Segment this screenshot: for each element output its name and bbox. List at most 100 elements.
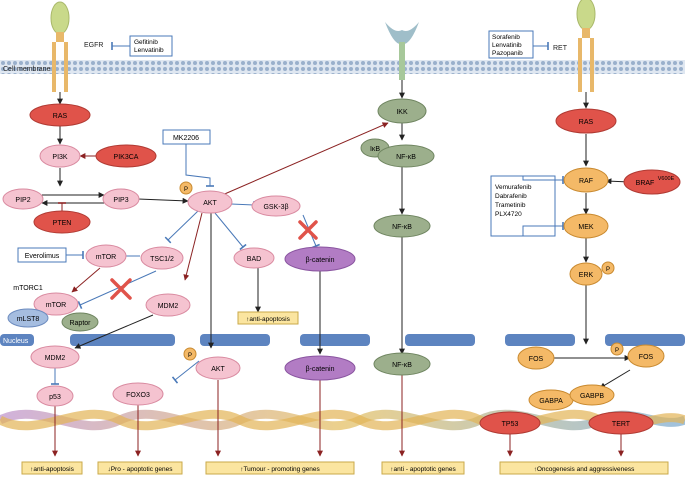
node-fos-1: FOS [517, 346, 555, 370]
node-pip2: PIP2 [2, 188, 44, 210]
outcome-pro-apoptotic: ↓Pro - apoptotic genes [97, 461, 183, 475]
node-mek: MEK [563, 213, 609, 239]
node-raf: RAF [563, 167, 609, 193]
node-tert: TERT [588, 411, 654, 435]
outcome-boxes: ↑anti-apoptosis ↑anti-apoptosis ↓Pro - a… [21, 311, 669, 475]
node-beta-catenin-nucleus: β-catenin [284, 355, 356, 381]
node-mdm2: MDM2 [145, 293, 191, 317]
node-fos-2: FOS [627, 344, 665, 368]
node-phospho-akt: P [179, 181, 193, 195]
svg-text:PTEN: PTEN [53, 220, 72, 227]
drug-lenvatinib: Lenvatinib [134, 47, 164, 54]
node-erk: ERK [569, 262, 603, 286]
pathway-nodes: RAS PIK3CA PI3K PIP2 PIP3 PTEN P AKT GSK… [2, 98, 681, 435]
cell-membrane: Cell membrane [0, 60, 685, 74]
node-nfkb-1: NF-κB [377, 144, 435, 168]
drug-lenvatinib-2: Lenvatinib [492, 42, 522, 49]
outcome-anti-apoptosis-cyto: ↑anti-apoptosis [237, 311, 299, 325]
node-phospho-erk: P [601, 261, 615, 275]
node-nfkb-nucleus: NF-κB [373, 352, 431, 376]
ret-receptor: RET [553, 0, 596, 92]
svg-text:TP53: TP53 [502, 421, 519, 428]
node-gabpb: GABPB [569, 384, 615, 406]
svg-text:↑anti - apoptotic genes: ↑anti - apoptotic genes [390, 466, 456, 473]
svg-text:TSC1/2: TSC1/2 [150, 256, 174, 263]
svg-text:β-catenin: β-catenin [306, 257, 335, 264]
node-mlst8: mLST8 [7, 308, 49, 328]
svg-text:P: P [184, 187, 188, 193]
node-foxo3: FOXO3 [112, 382, 164, 406]
svg-text:MDM2: MDM2 [158, 303, 179, 310]
nucleus-label: Nucleus [3, 338, 29, 345]
svg-text:BAD: BAD [247, 256, 261, 263]
svg-text:PIP2: PIP2 [15, 197, 30, 204]
svg-text:↑Oncogenesis and aggressivenes: ↑Oncogenesis and aggressiveness [534, 466, 636, 473]
nuclear-membrane: Nucleus [0, 334, 685, 346]
svg-text:GABPA: GABPA [539, 398, 563, 405]
svg-text:TERT: TERT [612, 421, 631, 428]
raf-mek-inhibitor-box: Vemurafenib Dabrafenib Trametinib PLX472… [490, 175, 564, 237]
node-akt-nucleus: AKT [195, 356, 241, 380]
node-pip3: PIP3 [102, 188, 140, 210]
mtorc1-label: mTORC1 [13, 285, 43, 292]
svg-text:P: P [615, 348, 619, 354]
svg-text:IKK: IKK [396, 109, 408, 116]
svg-text:RAS: RAS [579, 119, 594, 126]
svg-text:BRAF: BRAF [636, 180, 655, 187]
egfr-label: EGFR [84, 42, 103, 49]
svg-text:NF-κB: NF-κB [396, 154, 416, 161]
node-gsk3b: GSK-3β [251, 195, 301, 217]
everolimus-box: Everolimus [17, 247, 84, 263]
svg-text:NF-κB: NF-κB [392, 362, 412, 369]
mk2206-box: MK2206 [162, 129, 214, 187]
ret-inhibitor-box: Sorafenib Lenvatinib Pazopanib [488, 30, 549, 59]
node-tsc12: TSC1/2 [140, 246, 184, 270]
drug-vemurafenib: Vemurafenib [495, 184, 532, 191]
inhibition-x-gsk [298, 220, 318, 240]
tlr-receptor [385, 22, 419, 80]
svg-text:FOXO3: FOXO3 [126, 392, 150, 399]
svg-text:AKT: AKT [203, 200, 217, 207]
svg-text:p53: p53 [49, 394, 61, 401]
node-mdm2-nucleus: MDM2 [30, 345, 80, 369]
svg-text:↑Tumour - promoting genes: ↑Tumour - promoting genes [240, 466, 320, 473]
drug-plx4720: PLX4720 [495, 211, 522, 218]
node-nfkb-2: NF-κB [373, 214, 431, 238]
svg-text:V600E: V600E [658, 176, 675, 182]
node-gabpa: GABPA [528, 389, 574, 411]
egfr-receptor: EGFR [50, 1, 103, 92]
drug-trametinib: Trametinib [495, 202, 526, 209]
svg-text:mLST8: mLST8 [17, 316, 40, 323]
node-ras-left: RAS [29, 103, 91, 127]
drug-everolimus: Everolimus [25, 253, 60, 260]
svg-text:RAS: RAS [53, 113, 68, 120]
drug-pazopanib: Pazopanib [492, 50, 523, 57]
node-raptor: Raptor [61, 312, 99, 332]
node-pik3ca: PIK3CA [95, 144, 157, 168]
drug-sorafenib: Sorafenib [492, 34, 520, 41]
egfr-inhibitor-box: Gefitinib Lenvatinib [111, 35, 173, 57]
node-phospho-fos: P [610, 342, 624, 356]
node-p53: p53 [36, 385, 74, 407]
node-pten: PTEN [33, 210, 91, 234]
node-ikk: IKK [377, 98, 427, 124]
node-akt: AKT [187, 190, 233, 214]
node-mtor: mTOR [85, 244, 127, 268]
outcome-anti-apoptotic-genes: ↑anti - apoptotic genes [381, 461, 465, 475]
svg-text:Raptor: Raptor [69, 320, 91, 327]
svg-text:GSK-3β: GSK-3β [263, 204, 288, 211]
node-bad: BAD [233, 247, 275, 269]
svg-text:P: P [188, 353, 192, 359]
ret-label: RET [553, 45, 568, 52]
svg-text:GABPB: GABPB [580, 393, 604, 400]
cell-membrane-label: Cell membrane [3, 66, 51, 73]
node-phospho-akt-nuc: P [183, 347, 197, 361]
svg-text:P: P [606, 267, 610, 273]
drug-mk2206: MK2206 [173, 135, 199, 142]
svg-text:↑anti-apoptosis: ↑anti-apoptosis [30, 466, 74, 473]
outcome-anti-apoptosis: ↑anti-apoptosis [21, 461, 83, 475]
svg-text:MEK: MEK [578, 224, 594, 231]
node-mtor-complex: mTOR [33, 292, 79, 316]
svg-text:mTOR: mTOR [46, 302, 66, 309]
